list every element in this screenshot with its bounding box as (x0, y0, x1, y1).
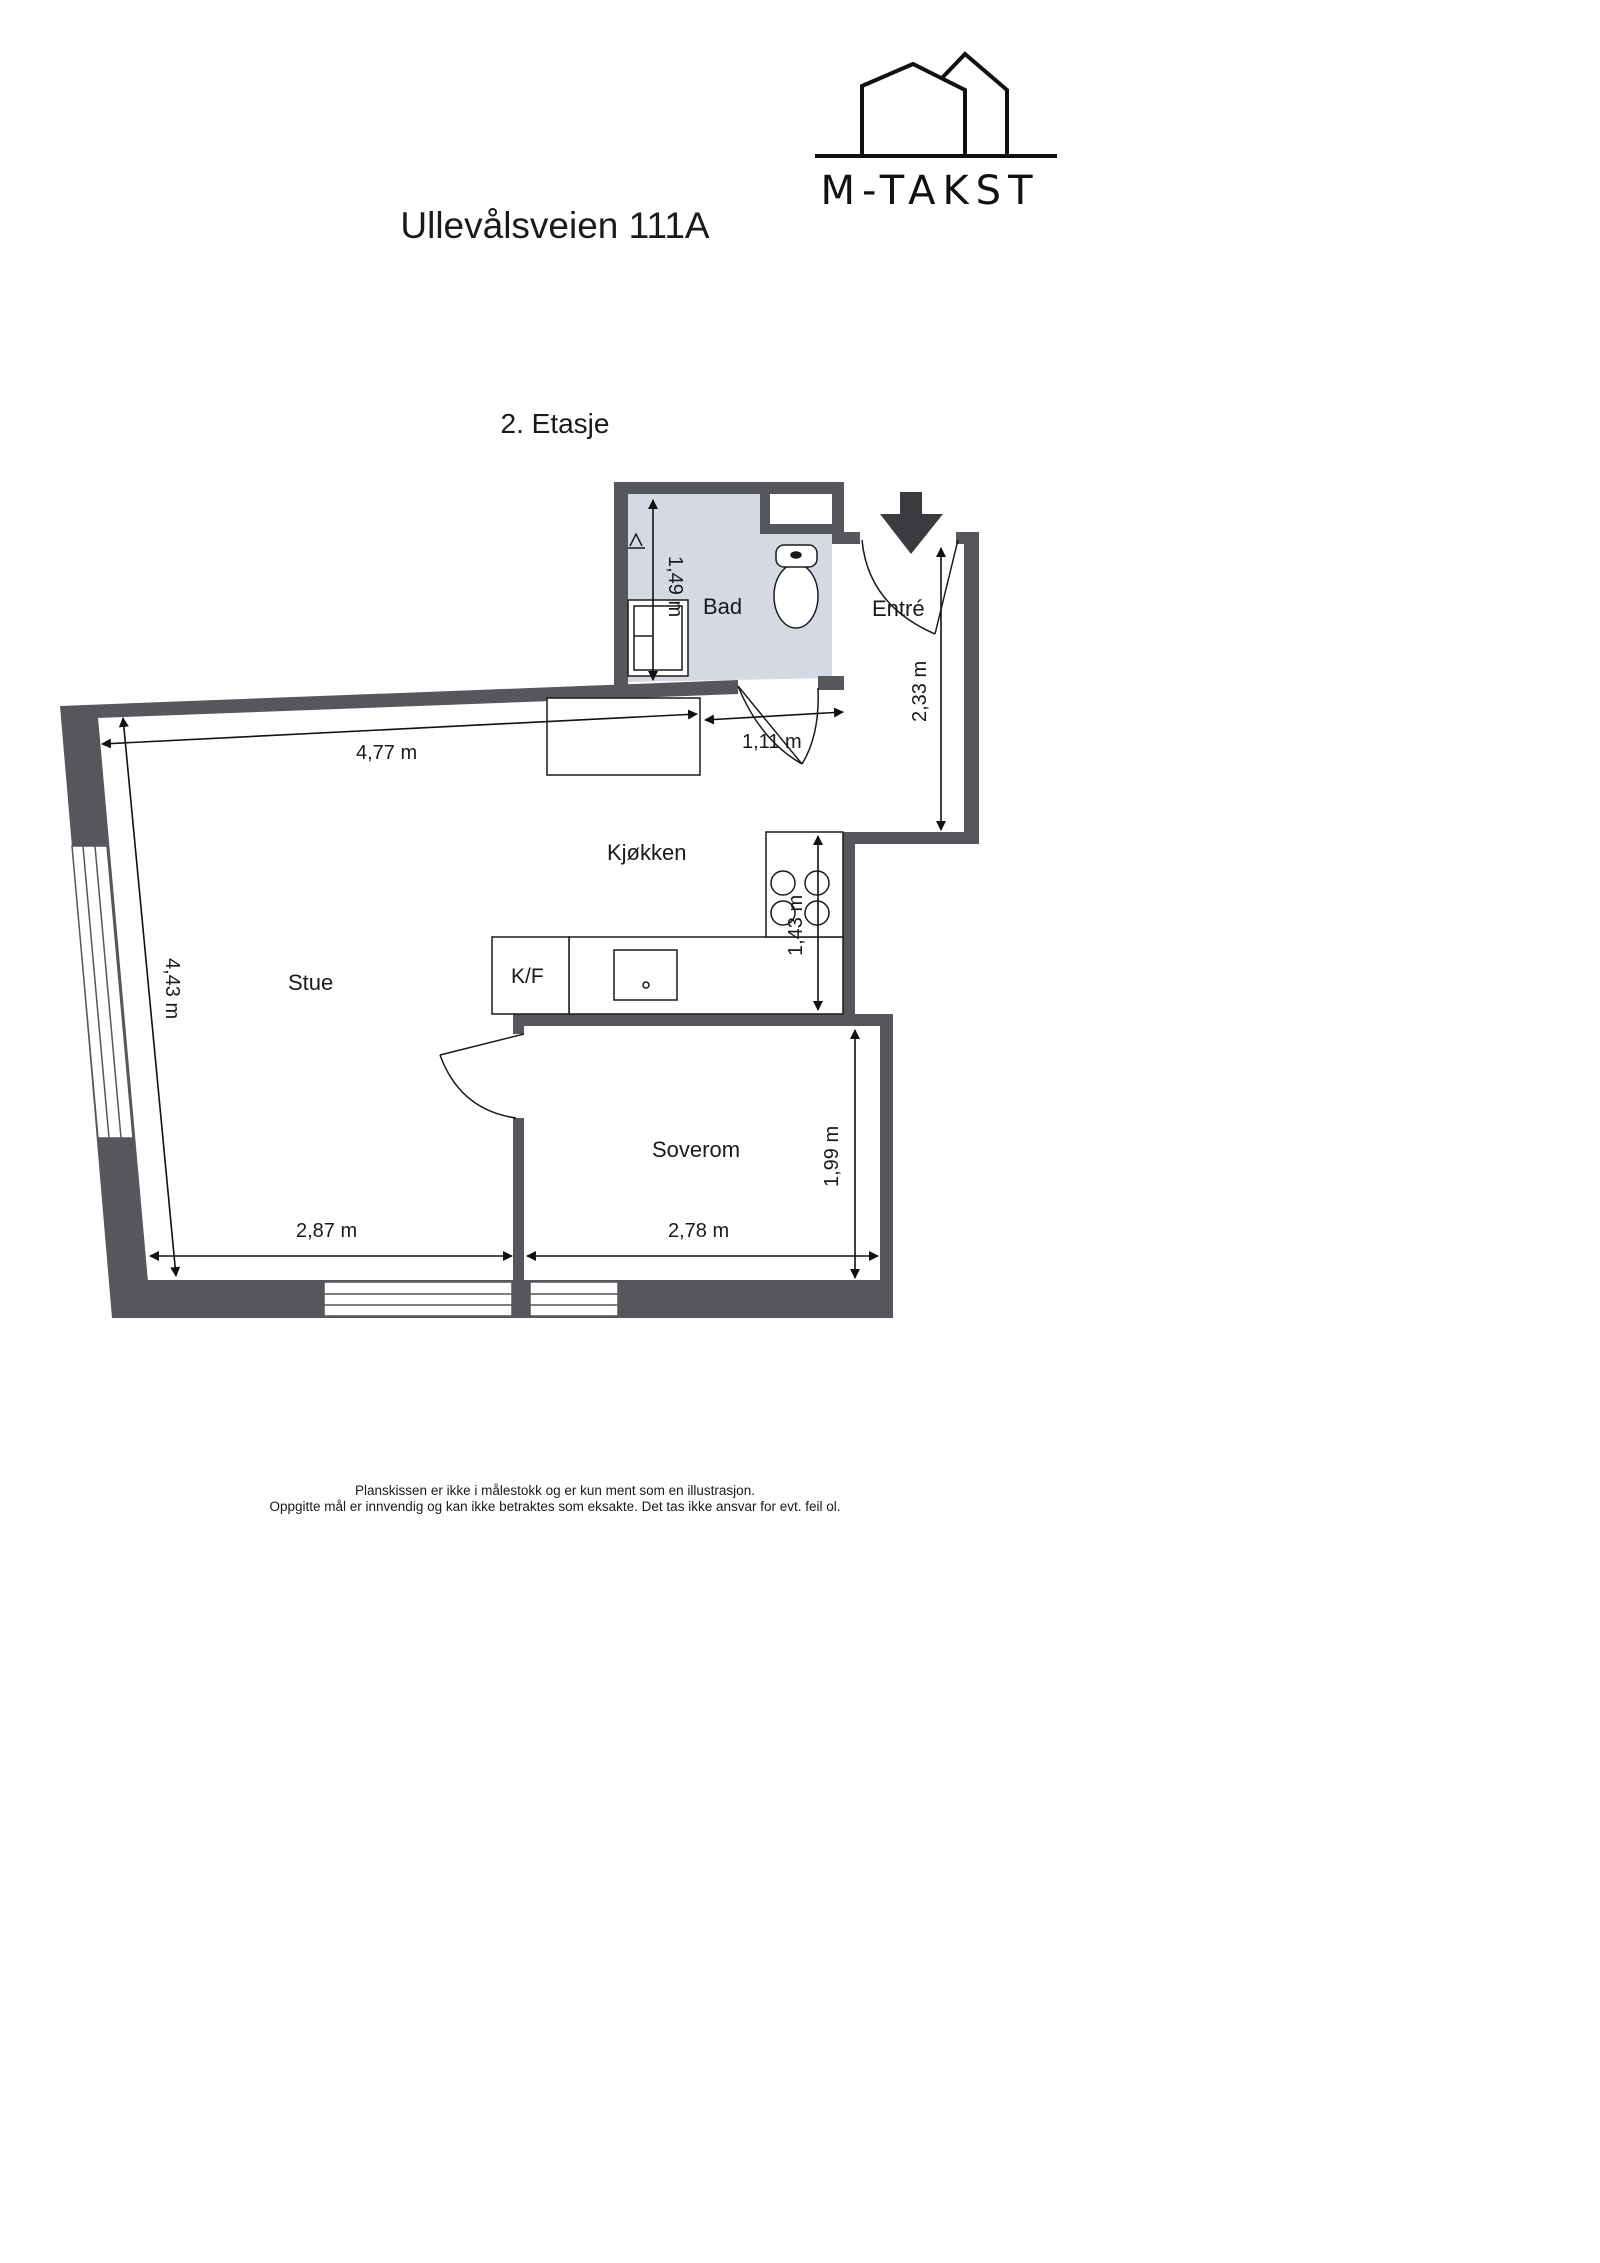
company-logo: M-TAKST (815, 50, 1060, 215)
wall-entre-top-right (956, 532, 979, 544)
fridge-freezer (491, 936, 570, 1015)
wall-bad-right (832, 482, 844, 532)
dim-stue-bottom-width: 2,87 m (296, 1220, 357, 1242)
wall-bedroom-left-stub (513, 1014, 524, 1034)
fridge-label: K/F (511, 965, 544, 988)
wall-bad-left (614, 482, 628, 694)
house-logo-icon (815, 51, 1057, 158)
door-soverom (439, 1033, 525, 1119)
dim-soverom-height: 1,99 m (821, 1126, 843, 1187)
floor-label: 2. Etasje (500, 408, 610, 439)
window-bottom-soverom (529, 1281, 619, 1317)
disclaimer-line-1: Planskissen er ikke i målestokk og er ku… (355, 1483, 755, 1498)
wall-entre-top-left (844, 532, 860, 544)
wall-right-bedroom (880, 1014, 893, 1318)
wall-bedroom-top (524, 1014, 893, 1026)
wall-bad-right-lower (832, 532, 844, 544)
dimension-lines (101, 499, 946, 1279)
dim-stue-width: 4,77 m (356, 742, 417, 764)
floor-plan: Bad Entré Kjøkken Stue Soverom K/F 1,49 … (60, 482, 979, 1318)
room-label-entre: Entré (872, 596, 925, 621)
dim-stue-height: 4,43 m (161, 958, 183, 1019)
disclaimer-line-2: Oppgitte mål er innvendig og kan ikke be… (269, 1499, 841, 1514)
disclaimer: Planskissen er ikke i målestokk og er ku… (120, 1483, 990, 1515)
window-left (71, 845, 134, 1139)
door-bad (737, 685, 819, 765)
room-label-soverom: Soverom (652, 1137, 740, 1162)
wall-bedroom-left (513, 1118, 524, 1318)
wall-kitchen-top (843, 832, 979, 844)
window-bottom-stue (323, 1281, 513, 1317)
wall-top (60, 680, 738, 718)
toilet (773, 544, 819, 629)
wall-bad-top (614, 482, 842, 494)
kitchen-sink (613, 949, 678, 1001)
room-label-stue: Stue (288, 970, 333, 995)
dim-entre-height: 2,33 m (909, 661, 931, 722)
room-label-kjokken: Kjøkken (607, 840, 686, 865)
entrance-arrow-icon (880, 492, 943, 554)
kitchen-upper-cabinet (546, 697, 701, 776)
wall-shaft-left (760, 482, 770, 532)
wall-bad-right-bottom (818, 676, 844, 690)
sink (627, 599, 689, 677)
dim-soverom-width: 2,78 m (668, 1220, 729, 1242)
kitchen-sink-drain (642, 981, 650, 989)
room-label-bad: Bad (703, 594, 742, 619)
page-title: Ullevålsveien 111A (400, 205, 710, 246)
dim-kitchen-height: 1,43 m (785, 895, 807, 956)
logo-wordmark: M-TAKST (820, 168, 1040, 214)
wall-shaft-bottom (760, 524, 844, 534)
wall-kitchen-right (843, 832, 855, 1026)
wall-entre-right (964, 533, 979, 844)
dim-bad-height: 1,49 m (664, 556, 686, 617)
shower-icon (628, 532, 645, 549)
dim-hall-width: 1,11 m (742, 731, 802, 753)
